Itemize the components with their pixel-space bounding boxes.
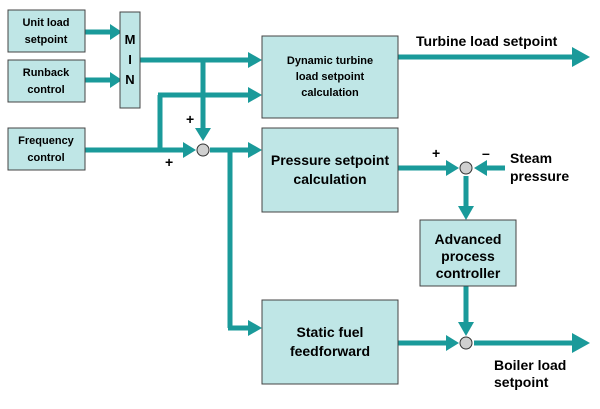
arrow-into-junction-left	[183, 142, 196, 158]
arrow-into-advanced	[458, 206, 474, 220]
boiler-load-setpoint-label-2: setpoint	[494, 374, 549, 390]
steam-pressure-label-2: pressure	[510, 168, 569, 184]
steam-pressure-label-1: Steam	[510, 150, 552, 166]
min-letter-m: M	[125, 32, 136, 47]
arrow-into-static-fuel	[248, 320, 262, 336]
summing-junction-main	[196, 143, 210, 157]
block-static-fuel-feedforward: Static fuel feedforward	[261, 299, 399, 385]
static-fuel-label-1: Static fuel	[297, 324, 364, 340]
arrow-into-dynamic-top	[248, 52, 262, 68]
turbine-load-setpoint-label: Turbine load setpoint	[416, 33, 558, 49]
advanced-label-3: controller	[436, 265, 501, 281]
arrow-into-junction-top	[195, 128, 211, 141]
arrow-boiler-output	[572, 333, 590, 353]
min-letter-i: I	[128, 52, 132, 67]
arrowheads	[110, 24, 590, 353]
dynamic-label-3: calculation	[301, 87, 359, 99]
arrow-into-pressure-junction-right	[474, 160, 487, 176]
block-runback-control: Runback control	[7, 59, 86, 103]
arrow-into-lower-junction-top	[458, 322, 474, 336]
boiler-load-setpoint-label-1: Boiler load	[494, 357, 566, 373]
unit-load-label-1: Unit load	[22, 17, 69, 29]
pressure-label-1: Pressure setpoint	[271, 152, 390, 168]
summing-junction-boiler	[459, 336, 473, 350]
arrow-into-min-top	[110, 24, 122, 40]
signal-lines	[85, 29, 574, 346]
min-letter-n: N	[125, 72, 134, 87]
block-advanced-process-controller: Advanced process controller	[419, 219, 517, 287]
sign-plus-main-left: +	[165, 154, 173, 170]
arrow-into-lower-junction-left	[446, 335, 459, 351]
sign-plus-main-top: +	[186, 111, 194, 127]
advanced-label-2: process	[441, 248, 495, 264]
runback-label-1: Runback	[23, 67, 70, 79]
arrow-into-pressure-junction-left	[446, 160, 459, 176]
arrow-into-min-bottom	[110, 72, 122, 88]
unit-load-label-2: setpoint	[25, 34, 68, 46]
frequency-label-1: Frequency	[18, 135, 75, 147]
sign-minus-steam: –	[482, 145, 490, 161]
advanced-label-1: Advanced	[435, 231, 502, 247]
block-pressure-setpoint: Pressure setpoint calculation	[261, 127, 399, 213]
sign-plus-pressure: +	[432, 145, 440, 161]
dynamic-label-1: Dynamic turbine	[287, 55, 373, 67]
arrow-into-dynamic-bottom	[248, 87, 262, 103]
pressure-label-2: calculation	[293, 171, 366, 187]
dynamic-label-2: load setpoint	[296, 71, 365, 83]
runback-label-2: control	[27, 84, 64, 96]
block-frequency-control: Frequency control	[7, 127, 86, 171]
frequency-label-2: control	[27, 152, 64, 164]
static-fuel-label-2: feedforward	[290, 343, 370, 359]
block-min: M I N	[119, 11, 141, 109]
summing-junction-pressure	[459, 161, 473, 175]
block-dynamic-turbine: Dynamic turbine load setpoint calculatio…	[261, 35, 399, 119]
arrow-into-pressure	[248, 142, 262, 158]
block-unit-load-setpoint: Unit load setpoint	[7, 9, 86, 53]
arrow-turbine-output	[572, 47, 590, 67]
